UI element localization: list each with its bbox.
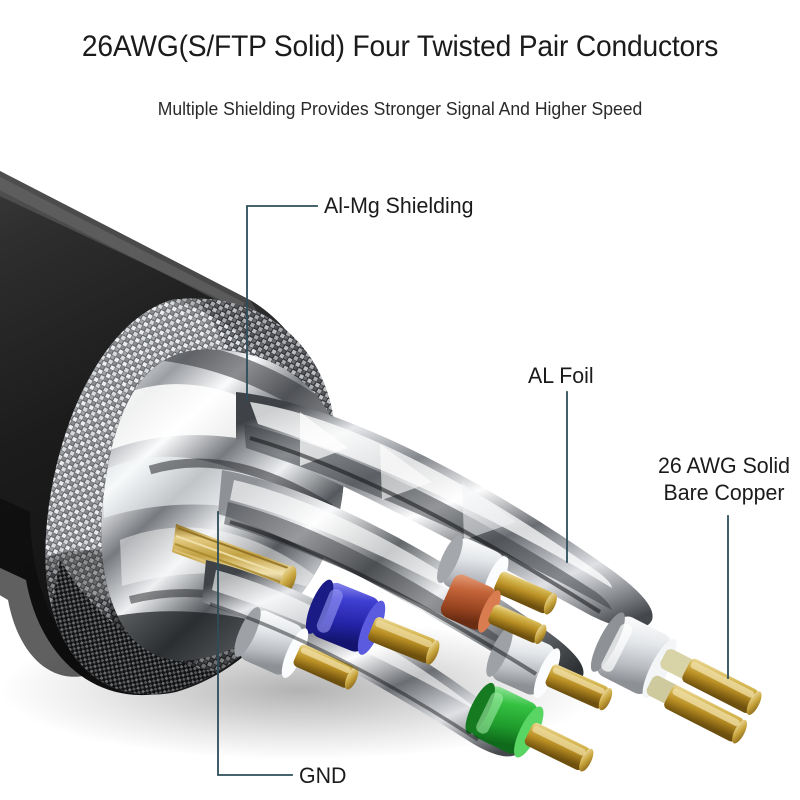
page-subtitle: Multiple Shielding Provides Stronger Sig… — [157, 98, 643, 119]
callout-label-bare-copper-line1: 26 AWG Solid — [657, 453, 791, 478]
callout-label-gnd: GND — [299, 763, 347, 788]
callout-label-al-mg-shielding: Al-Mg Shielding — [324, 193, 474, 218]
callout-label-al-foil: AL Foil — [528, 363, 594, 388]
callout-label-bare-copper: 26 AWG Solid Bare Copper — [650, 452, 797, 506]
page-title: 26AWG(S/FTP Solid) Four Twisted Pair Con… — [81, 30, 719, 63]
callout-label-bare-copper-line2: Bare Copper — [663, 480, 785, 505]
